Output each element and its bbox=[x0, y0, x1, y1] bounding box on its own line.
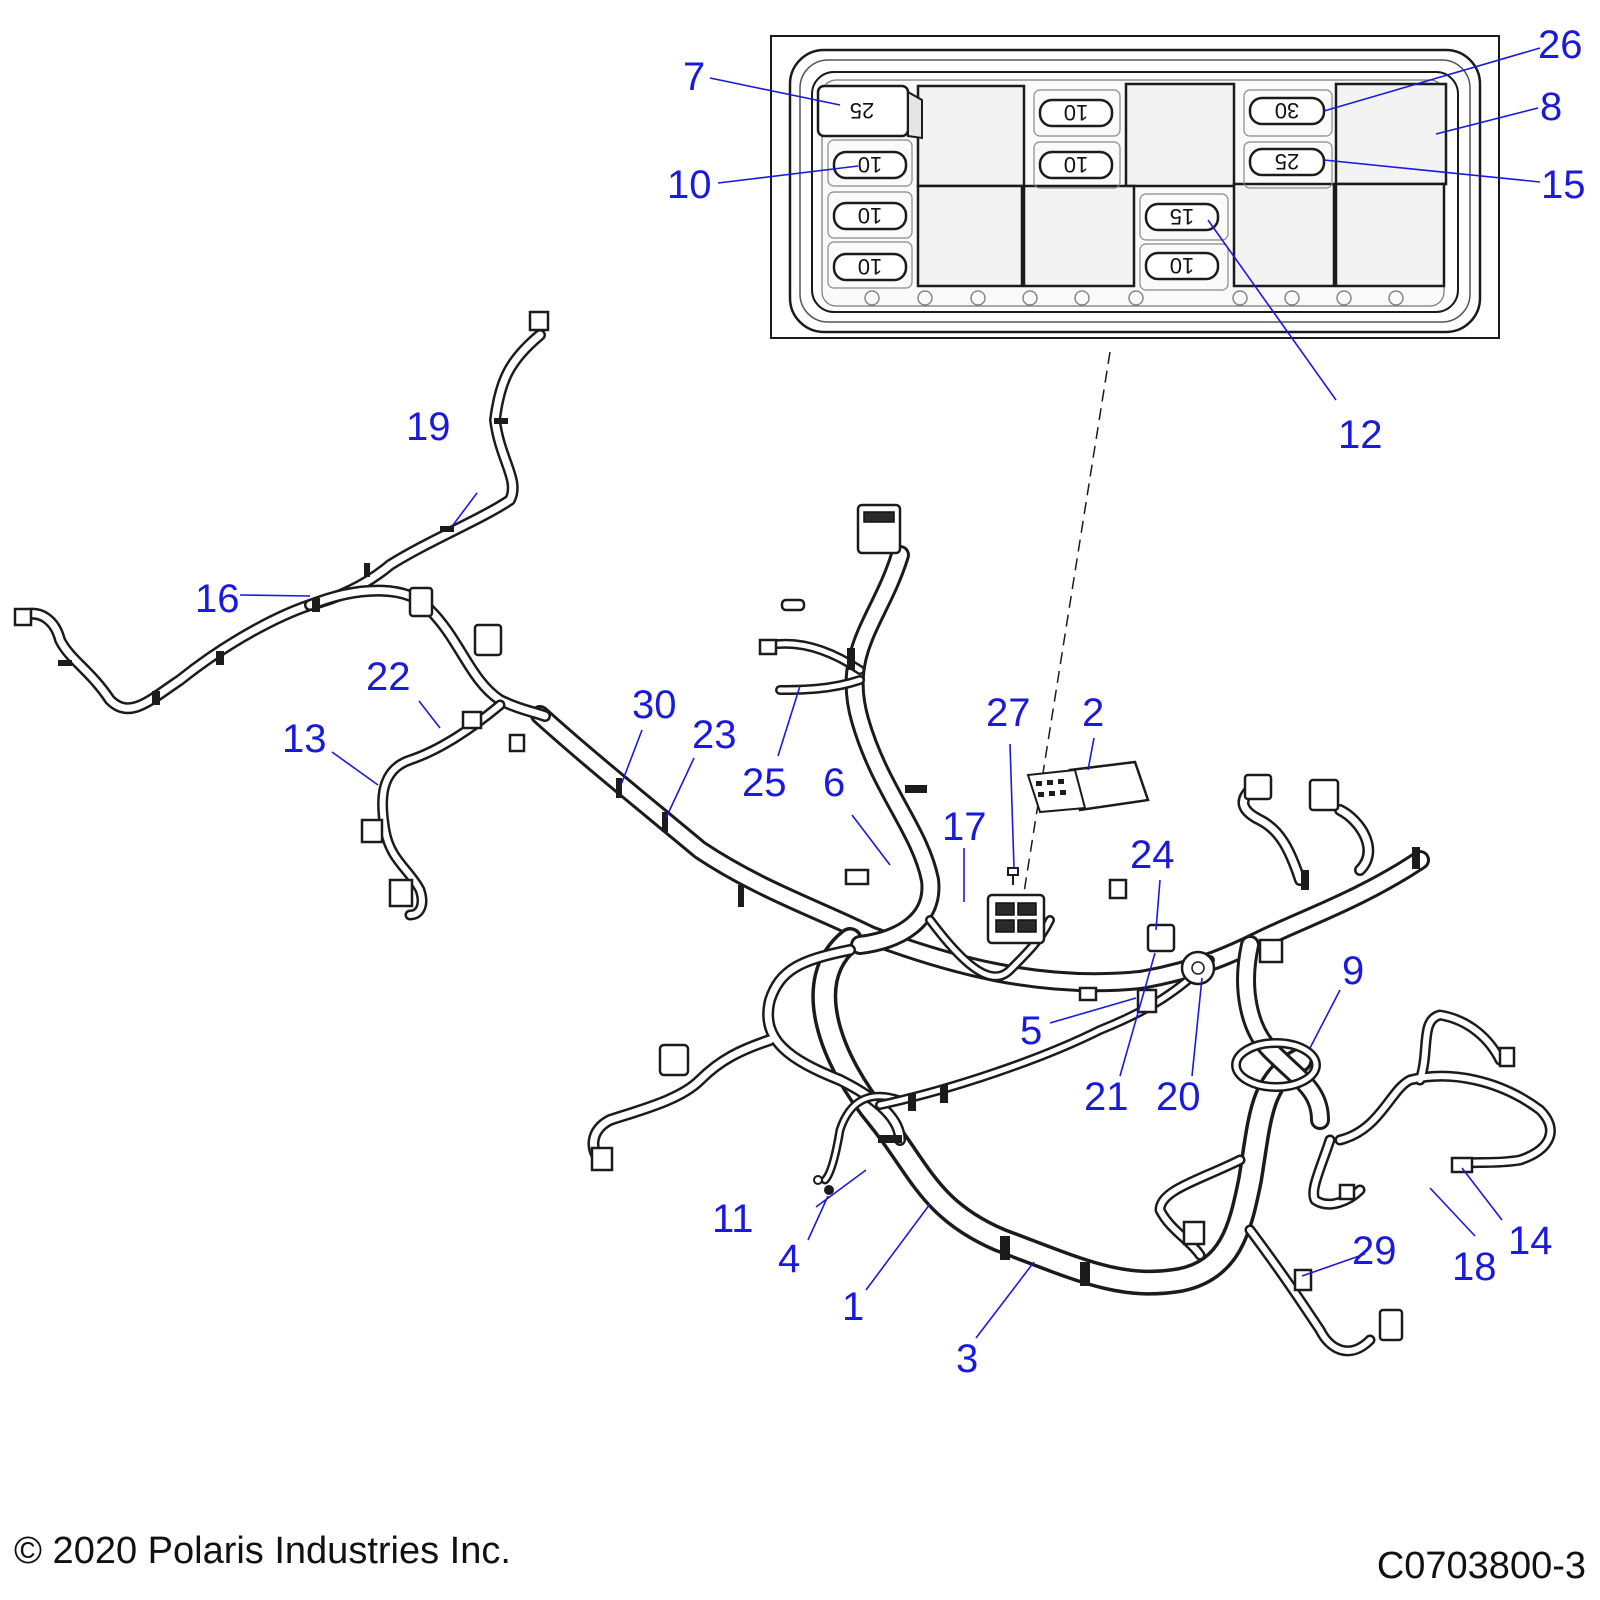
callout-24: 24 bbox=[1130, 833, 1175, 877]
connector bbox=[1498, 1046, 1516, 1068]
relay bbox=[1334, 82, 1448, 186]
relay bbox=[1334, 182, 1446, 288]
fuse-10a: 10 bbox=[832, 201, 908, 231]
screw bbox=[1007, 867, 1019, 885]
connector bbox=[360, 818, 384, 844]
fuse-rating: 10 bbox=[858, 152, 882, 177]
callout-9: 9 bbox=[1342, 949, 1364, 993]
fuse-15a: 15 bbox=[1144, 202, 1220, 232]
inset-reference-line bbox=[1021, 351, 1111, 906]
fuse-rating: 15 bbox=[1170, 204, 1194, 229]
callout-7: 7 bbox=[683, 55, 705, 99]
callout-15: 15 bbox=[1541, 163, 1586, 207]
connector bbox=[1243, 773, 1273, 801]
callout-13: 13 bbox=[282, 717, 327, 761]
wiring-harness bbox=[19, 329, 1556, 1357]
callout-6: 6 bbox=[823, 761, 845, 805]
fuse-10a: 10 bbox=[1038, 150, 1114, 180]
callout-27: 29 bbox=[1352, 1229, 1397, 1273]
callout-30: 30 bbox=[632, 683, 677, 727]
fuse-rating: 10 bbox=[1064, 100, 1088, 125]
fuse-30a: 30 bbox=[1248, 96, 1326, 126]
connector bbox=[1378, 1308, 1404, 1342]
connector bbox=[1338, 1183, 1356, 1201]
fuse-10a: 10 bbox=[1038, 98, 1114, 128]
copyright-notice: © 2020 Polaris Industries Inc. bbox=[14, 1530, 511, 1572]
callout-14: 14 bbox=[1508, 1219, 1553, 1263]
callout-3: 3 bbox=[956, 1337, 978, 1381]
fuse-rating: 25 bbox=[1275, 149, 1299, 174]
callout-16: 16 bbox=[195, 577, 240, 621]
eyelet bbox=[813, 1175, 823, 1185]
fuse-10a: 10 bbox=[1144, 251, 1220, 281]
connector bbox=[13, 607, 33, 627]
connector bbox=[1182, 1220, 1206, 1246]
callout-2: 2 bbox=[1082, 691, 1104, 735]
relay bbox=[916, 84, 1026, 188]
callout-23: 23 bbox=[692, 713, 737, 757]
nut bbox=[824, 1185, 834, 1195]
connector bbox=[658, 1043, 690, 1077]
callout-26: 26 bbox=[1538, 23, 1583, 67]
callout-21: 21 bbox=[1084, 1075, 1129, 1119]
connector bbox=[780, 598, 806, 612]
connector bbox=[508, 733, 526, 753]
leader-lines bbox=[239, 47, 1541, 1339]
fuse-rating: 10 bbox=[1064, 152, 1088, 177]
drawing-number: C0703800-3 bbox=[1377, 1545, 1586, 1587]
callout-17: 17 bbox=[942, 805, 987, 849]
callout-20: 20 bbox=[1156, 1075, 1201, 1119]
fuse-box bbox=[986, 893, 1046, 945]
connector bbox=[1108, 878, 1128, 900]
callout-1: 1 bbox=[842, 1285, 864, 1329]
callout-labels: 7 26 8 10 15 12 19 16 22 13 30 23 25 6 1… bbox=[195, 23, 1586, 1381]
callout-19: 19 bbox=[406, 405, 451, 449]
callout-29: 27 bbox=[986, 691, 1031, 735]
callout-10: 10 bbox=[667, 163, 712, 207]
callout-22: 22 bbox=[366, 655, 411, 699]
fuse-rating: 30 bbox=[1275, 98, 1299, 123]
connector bbox=[388, 878, 414, 908]
callout-5: 5 bbox=[1020, 1009, 1042, 1053]
connector bbox=[1450, 1156, 1474, 1174]
connector bbox=[473, 623, 503, 657]
fuse-10a: 10 bbox=[832, 252, 908, 282]
fuse-box-inset: 25 10 10 10 10 10 15 10 bbox=[770, 35, 1500, 339]
relay bbox=[1022, 184, 1136, 288]
fuse-rating: 10 bbox=[858, 254, 882, 279]
cable-ties bbox=[58, 418, 1420, 1286]
fuse-25a-large: 25 bbox=[816, 84, 923, 140]
callout-4: 4 bbox=[778, 1237, 800, 1281]
fuse-rating: 10 bbox=[858, 203, 882, 228]
callout-11: 11 bbox=[712, 1197, 754, 1241]
connector bbox=[1146, 923, 1176, 953]
relay bbox=[916, 184, 1024, 288]
callout-12: 12 bbox=[1338, 413, 1383, 457]
connector bbox=[408, 586, 434, 618]
connector bbox=[528, 310, 550, 332]
fuse-rating: 25 bbox=[850, 98, 874, 123]
connector bbox=[1078, 986, 1098, 1002]
electronic-module bbox=[1026, 760, 1150, 814]
relay bbox=[1232, 182, 1336, 288]
callout-18: 18 bbox=[1452, 1245, 1497, 1289]
fuse-25a: 25 bbox=[1248, 147, 1326, 177]
connector bbox=[1308, 778, 1340, 812]
callout-8: 8 bbox=[1540, 85, 1562, 129]
fuse-10a: 10 bbox=[832, 150, 908, 180]
callout-25: 25 bbox=[742, 761, 787, 805]
fuse-rating: 10 bbox=[1170, 253, 1194, 278]
connector bbox=[758, 638, 778, 656]
connector bbox=[590, 1146, 614, 1172]
connector bbox=[461, 710, 483, 730]
relay bbox=[1124, 82, 1236, 188]
connector bbox=[1258, 938, 1284, 964]
connector bbox=[844, 868, 870, 886]
harness-connectors bbox=[13, 310, 1516, 1342]
